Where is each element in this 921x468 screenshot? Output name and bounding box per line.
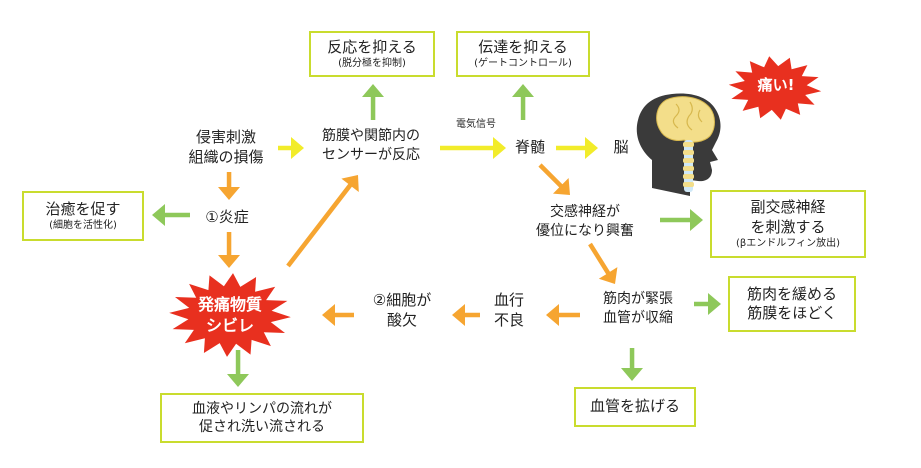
hypoxia-node: ②細胞が 酸欠	[360, 290, 444, 331]
arrow-substance-to-flush	[227, 350, 249, 387]
dilate-vessels-box: 血管を拡げる	[574, 387, 696, 427]
dilate-vessels-main: 血管を拡げる	[589, 397, 680, 416]
pain-substance-line2: シビレ	[205, 315, 254, 335]
suppress-transmission-box: 伝達を抑える (ゲートコントロール)	[456, 31, 590, 77]
arrow-spinal-to-brain	[556, 137, 598, 159]
arrow-spinal-to-suppress-transmission	[512, 84, 534, 120]
arrow-tension-to-dilate	[621, 348, 643, 381]
flush-blood-line2: 促され洗い流される	[199, 419, 325, 435]
sympathetic-node: 交感神経が 優位になり興奮	[520, 203, 650, 241]
signal-label: 電気信号	[456, 119, 496, 130]
flush-blood-box: 血液やリンパの流れが 促され洗い流される	[160, 393, 364, 443]
sensor-line1: 筋膜や関節内の	[322, 128, 420, 144]
sympathetic-line2: 優位になり興奮	[536, 222, 634, 239]
stimulus-line1: 侵害刺激	[195, 128, 256, 146]
stimulus-node: 侵害刺激 組織の損傷	[176, 127, 276, 168]
muscle-tension-line1: 筋肉が緊張	[603, 291, 673, 307]
parasympathetic-box: 副交感神経 を刺激する (βエンドルフィン放出)	[710, 190, 866, 258]
pain-burst-shape	[728, 56, 822, 120]
hypoxia-line2: 酸欠	[386, 311, 417, 330]
suppress-reaction-box: 反応を抑える (脱分極を抑制)	[309, 31, 435, 77]
sensor-node: 筋膜や関節内の センサーが反応	[302, 127, 440, 165]
promote-healing-box: 治癒を促す (細胞を活性化)	[22, 191, 144, 241]
pain-burst-label: 痛い!	[757, 76, 795, 94]
promote-healing-main: 治癒を促す	[45, 199, 121, 218]
arrow-stimulus-to-inflammation	[218, 172, 240, 200]
spinal-cord-node: 脊髄	[514, 138, 545, 156]
pain-substance-label: 発痛物質 シビレ	[180, 295, 280, 337]
arrow-sympathetic-to-tension	[588, 242, 618, 284]
muscle-tension-node: 筋肉が緊張 血管が収縮	[584, 290, 692, 328]
poor-circulation-line1: 血行	[493, 291, 524, 309]
suppress-transmission-sub: (ゲートコントロール)	[474, 58, 572, 70]
arrow-spinal-to-sympathetic	[538, 163, 570, 195]
relax-muscle-line2: 筋膜をほどく	[747, 304, 837, 322]
sensor-line2: センサーが反応	[322, 146, 420, 163]
hypoxia-line1: ②細胞が	[372, 291, 432, 309]
promote-healing-sub: (細胞を活性化)	[49, 220, 117, 232]
parasympathetic-sub: (βエンドルフィン放出)	[736, 238, 840, 249]
head-silhouette-icon	[636, 93, 721, 196]
arrow-inflammation-to-healing	[152, 204, 190, 226]
flush-blood-line1: 血液やリンパの流れが	[192, 400, 332, 417]
poor-circulation-line2: 不良	[493, 311, 524, 330]
poor-circulation-node: 血行 不良	[486, 290, 532, 331]
suppress-reaction-sub: (脱分極を抑制)	[338, 58, 406, 70]
stimulus-line2: 組織の損傷	[188, 148, 264, 167]
parasympathetic-line1: 副交感神経	[750, 198, 826, 216]
suppress-reaction-main: 反応を抑える	[327, 37, 417, 56]
brain-node: 脳	[613, 138, 629, 156]
pain-substance-line1: 発痛物質	[197, 295, 262, 314]
arrow-tension-to-relax	[694, 293, 721, 315]
sympathetic-line1: 交感神経が	[550, 204, 620, 220]
arrow-hypoxia-to-substance	[322, 304, 354, 326]
inflammation-node: ①炎症	[205, 208, 249, 226]
suppress-transmission-main: 伝達を抑える	[478, 37, 568, 56]
arrow-sensor-to-spinal	[440, 137, 506, 159]
arrow-tension-to-circulation	[546, 304, 580, 326]
arrow-sympathetic-to-parasympathetic	[660, 209, 703, 231]
arrow-sensor-to-suppress-reaction	[362, 84, 384, 120]
pain-substance-burst-shape	[169, 273, 291, 357]
parasympathetic-line2: を刺激する	[750, 217, 826, 236]
relax-muscle-line1: 筋肉を緩める	[746, 284, 837, 303]
arrow-circulation-to-hypoxia	[452, 304, 480, 326]
arrow-substance-to-sensor	[286, 175, 359, 268]
relax-muscle-box: 筋肉を緩める 筋膜をほどく	[728, 276, 856, 332]
arrow-stimulus-to-sensor	[278, 137, 304, 159]
muscle-tension-line2: 血管が収縮	[603, 309, 673, 326]
arrow-inflammation-to-substance	[218, 232, 240, 268]
